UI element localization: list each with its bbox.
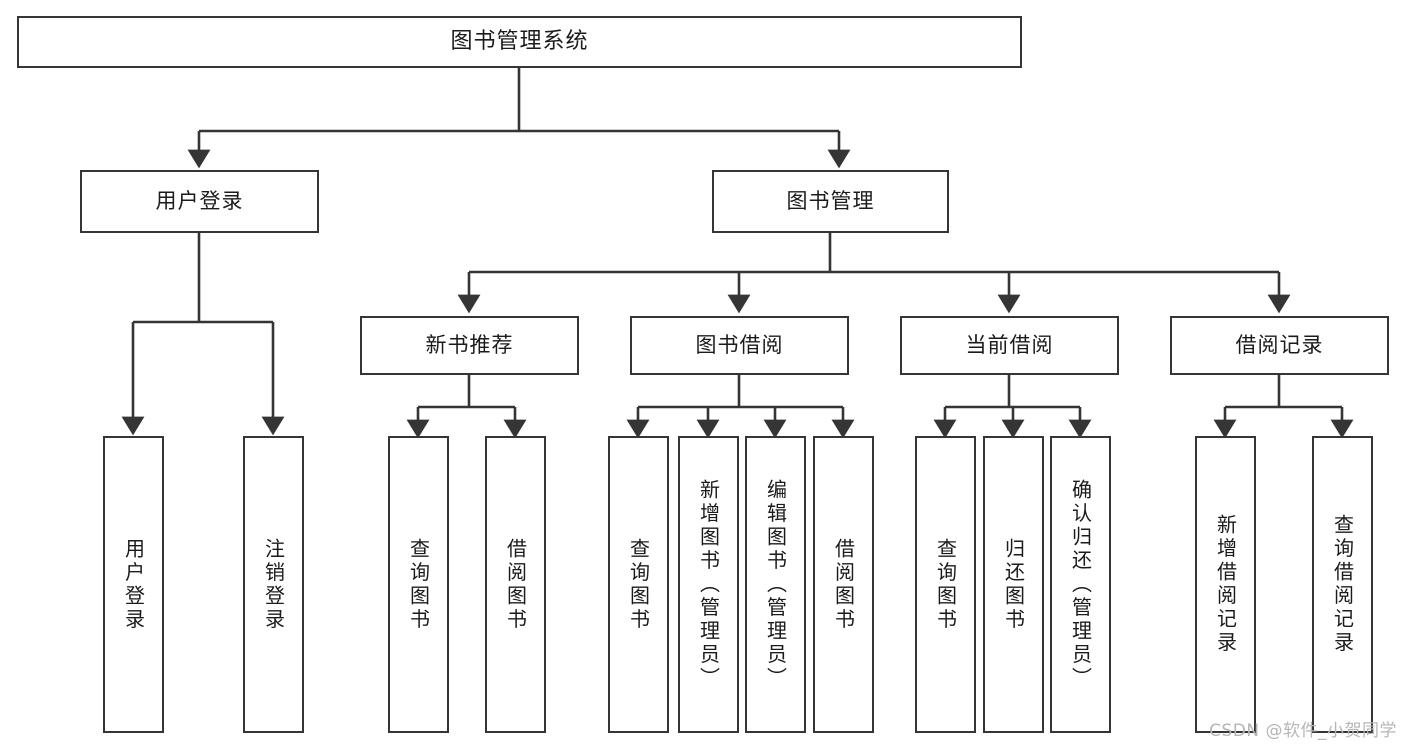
leaf-user-login[interactable]: 用户登录 [103,436,164,733]
leaf-borrow-book[interactable]: 借阅图书 [813,436,874,733]
node-label: 查询图书 [933,537,958,632]
leaf-query-book-current[interactable]: 查询图书 [915,436,976,733]
node-label: 图书借阅 [695,333,784,358]
node-label: 归还图书 [1001,537,1026,632]
leaf-query-borrow-record[interactable]: 查询借阅记录 [1312,436,1373,733]
node-label: 借阅图书 [831,537,856,632]
node-label: 确认归还（管理员） [1068,478,1093,691]
node-label: 查询借阅记录 [1330,514,1355,655]
node-label: 注销登录 [261,537,286,632]
node-label: 用户登录 [121,537,146,632]
node-label: 查询图书 [406,537,431,632]
node-label: 图书管理系统 [450,29,589,55]
node-label: 查询图书 [626,537,651,632]
leaf-confirm-return-admin[interactable]: 确认归还（管理员） [1050,436,1111,733]
leaf-add-book-admin[interactable]: 新增图书（管理员） [678,436,739,733]
leaf-query-book[interactable]: 查询图书 [608,436,669,733]
leaf-query-book-new[interactable]: 查询图书 [388,436,449,733]
watermark-text: CSDN @软件_小贺同学 [1209,721,1397,741]
node-label: 借阅记录 [1235,333,1324,358]
node-current-borrow[interactable]: 当前借阅 [900,316,1119,375]
node-book-borrow[interactable]: 图书借阅 [630,316,849,375]
leaf-add-borrow-record[interactable]: 新增借阅记录 [1195,436,1256,733]
node-label: 编辑图书（管理员） [763,478,788,691]
node-label: 借阅图书 [503,537,528,632]
leaf-user-logout[interactable]: 注销登录 [243,436,304,733]
node-borrow-record[interactable]: 借阅记录 [1170,316,1389,375]
node-label: 当前借阅 [965,333,1054,358]
node-root-system[interactable]: 图书管理系统 [17,16,1022,68]
leaf-edit-book-admin[interactable]: 编辑图书（管理员） [745,436,806,733]
node-new-book-recommend[interactable]: 新书推荐 [360,316,579,375]
node-book-management[interactable]: 图书管理 [712,170,949,233]
leaf-return-book[interactable]: 归还图书 [983,436,1044,733]
node-label: 图书管理 [786,189,875,214]
node-label: 用户登录 [155,189,244,214]
node-label: 新增图书（管理员） [696,478,721,691]
node-user-login[interactable]: 用户登录 [80,170,319,233]
node-label: 新增借阅记录 [1213,514,1238,655]
node-label: 新书推荐 [425,333,514,358]
leaf-borrow-book-new[interactable]: 借阅图书 [485,436,546,733]
